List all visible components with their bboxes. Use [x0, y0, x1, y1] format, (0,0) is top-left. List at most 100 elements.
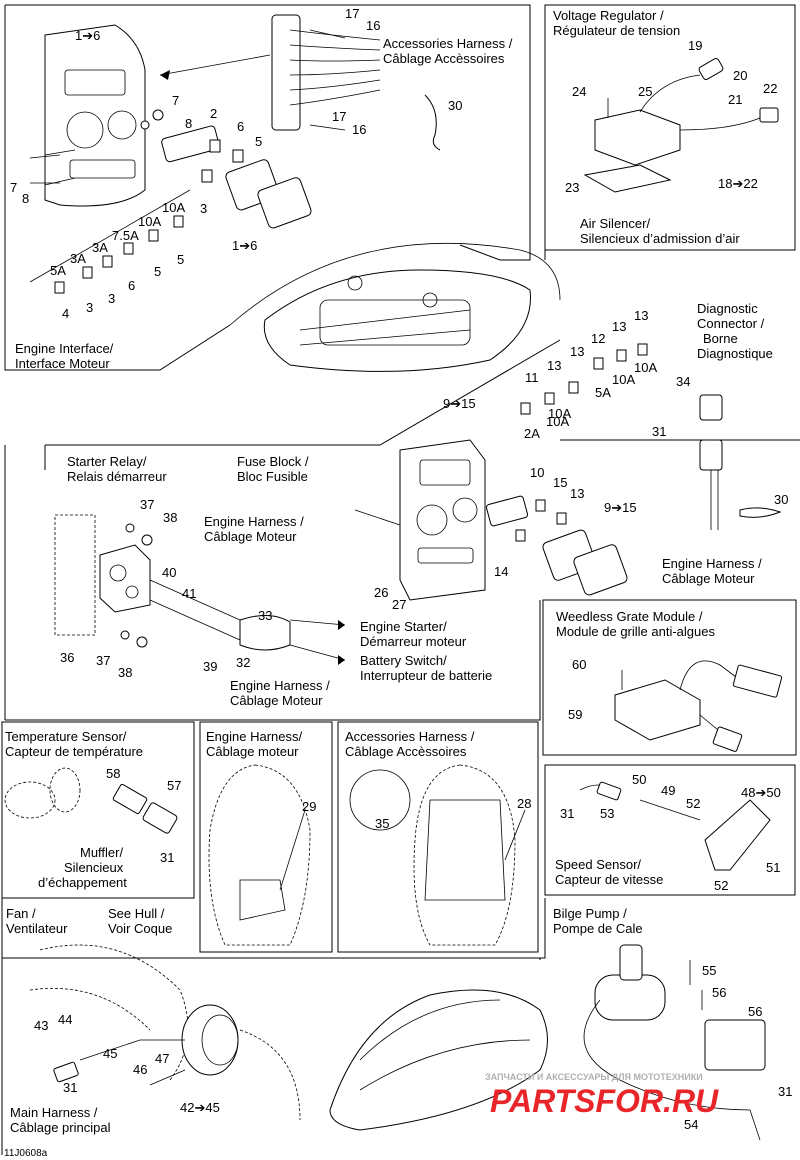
label-11: 11 [525, 370, 539, 385]
label-9-15-b: 9➔15 [604, 500, 637, 515]
label-6: 6 [237, 119, 244, 134]
engine-interface-title-fr: Interface Moteur [15, 356, 110, 371]
label-12: 12 [591, 331, 605, 346]
label-8b: 8 [22, 191, 29, 206]
label-47: 47 [155, 1051, 169, 1066]
label-7: 7 [172, 93, 179, 108]
label-19: 19 [688, 38, 702, 53]
voltage-regulator-title-en: Voltage Regulator / [553, 8, 664, 23]
label-34: 34 [676, 374, 690, 389]
air-silencer-en: Air Silencer/ [580, 216, 650, 231]
label-3a-b: 3A [70, 251, 86, 266]
label-17-b: 17 [332, 109, 346, 124]
temperature-title-en: Temperature Sensor/ [5, 729, 127, 744]
muffler-fr-2: d’échappement [38, 875, 127, 890]
label-3a-a: 3A [92, 240, 108, 255]
diagnostic-connector [699, 439, 723, 471]
label-7-5a: 7.5A [112, 228, 139, 243]
bilge-pump-section: Bilge Pump / Pompe de Cale 55 56 56 31 5… [329, 906, 792, 1141]
label-18-22: 18➔22 [718, 176, 758, 191]
relay-engine-harness-fr: Câblage Moteur [204, 529, 297, 544]
label-5: 5 [255, 134, 262, 149]
label-23: 23 [565, 180, 579, 195]
label-30-diag: 30 [774, 492, 788, 507]
label-31: 31 [652, 424, 666, 439]
engine-harness-box-title-fr: Câblage moteur [206, 744, 299, 759]
engine-harness-box-title-en: Engine Harness/ [206, 729, 302, 744]
diagnostic-title-2: Connector / [697, 316, 765, 331]
accessories-panel [271, 14, 301, 131]
label-42-45: 42➔45 [180, 1100, 220, 1115]
label-49: 49 [661, 783, 675, 798]
speed-sensor-title-fr: Capteur de vitesse [555, 872, 663, 887]
fan-section: Fan / Ventilateur See Hull / Voir Coque … [1, 898, 546, 1155]
fuse-block-title-fr: Bloc Fusible [237, 469, 308, 484]
label-17-a: 17 [345, 6, 359, 21]
label-37-a: 37 [140, 497, 154, 512]
label-57: 57 [167, 778, 181, 793]
fuse-block-section: Fuse Block / Bloc Fusible 9➔15 11 2A 13 … [45, 308, 657, 612]
label-10a-d: 10A [548, 406, 571, 421]
diagnostic-section: Diagnostic Connector / Borne Diagnostiqu… [544, 250, 800, 586]
bilge-pump-title-en: Bilge Pump / [553, 906, 627, 921]
starter-relay-title-fr: Relais démarreur [67, 469, 167, 484]
diagnostic-title-3: Borne [703, 331, 738, 346]
relay-engine-harness2-fr: Câblage Moteur [230, 693, 323, 708]
cable-tie-30 [424, 94, 441, 151]
bilge-pump-body [594, 974, 666, 1021]
voltage-regulator-body [594, 109, 681, 166]
speed-sensor-title-en: Speed Sensor/ [555, 857, 641, 872]
label-10a-b: 10A [138, 214, 161, 229]
label-40: 40 [162, 565, 176, 580]
watermark-subtitle: ЗАПЧАСТИ И АКСЕССУАРЫ ДЛЯ МОТОТЕХНИКИ [485, 1072, 703, 1082]
label-13-d: 13 [634, 308, 648, 323]
label-56-a: 56 [712, 985, 726, 1000]
label-1-6-top: 1➔6 [75, 28, 100, 43]
accessories-harness-box: Accessories Harness / Câblage Accèssoire… [337, 721, 539, 953]
label-32: 32 [236, 655, 250, 670]
label-8: 8 [185, 116, 192, 131]
diagnostic-title-1: Diagnostic [697, 301, 758, 316]
label-31-temp: 31 [160, 850, 174, 865]
label-38-b: 38 [118, 665, 132, 680]
label-38-a: 38 [163, 510, 177, 525]
bilge-pump-title-fr: Pompe de Cale [553, 921, 643, 936]
fuse-block-title-en: Fuse Block / [237, 454, 309, 469]
label-13-a: 13 [547, 358, 561, 373]
label-13-e: 13 [570, 486, 584, 501]
label-16-b: 16 [352, 122, 366, 137]
label-5b: 5 [154, 264, 161, 279]
label-31-speed: 31 [560, 806, 574, 821]
label-31-fan: 31 [63, 1080, 77, 1095]
label-53: 53 [600, 806, 614, 821]
label-16-a: 16 [366, 18, 380, 33]
fan-body [181, 1004, 239, 1076]
label-15: 15 [553, 475, 567, 490]
label-3: 3 [200, 201, 207, 216]
watermark: ЗАПЧАСТИ И АКСЕССУАРЫ ДЛЯ МОТОТЕХНИКИ PA… [485, 1072, 719, 1119]
label-48-50: 48➔50 [741, 785, 781, 800]
label-37-b: 37 [96, 653, 110, 668]
label-10: 10 [530, 465, 544, 480]
label-59: 59 [568, 707, 582, 722]
label-10a-e: 10A [612, 372, 635, 387]
diagnostic-title-4: Diagnostique [697, 346, 773, 361]
label-2: 2 [210, 106, 217, 121]
fuse-3 [201, 169, 213, 183]
label-24: 24 [572, 84, 586, 99]
label-43: 43 [34, 1018, 48, 1033]
label-3c: 3 [86, 300, 93, 315]
battery-switch-fr: Interrupteur de batterie [360, 668, 492, 683]
engine-harness-box: Engine Harness/ Câblage moteur 29 [199, 721, 333, 953]
label-28: 28 [517, 796, 531, 811]
label-44: 44 [58, 1012, 72, 1027]
label-10a-f: 10A [634, 360, 657, 375]
label-14: 14 [494, 564, 508, 579]
label-39: 39 [203, 659, 217, 674]
see-hull-fr: Voir Coque [108, 921, 172, 936]
label-31-bilge: 31 [778, 1084, 792, 1099]
label-22: 22 [763, 81, 777, 96]
fuse-connector-b [573, 544, 628, 596]
boat-outline [329, 989, 548, 1131]
muffler-fr-1: Silencieux [64, 860, 124, 875]
